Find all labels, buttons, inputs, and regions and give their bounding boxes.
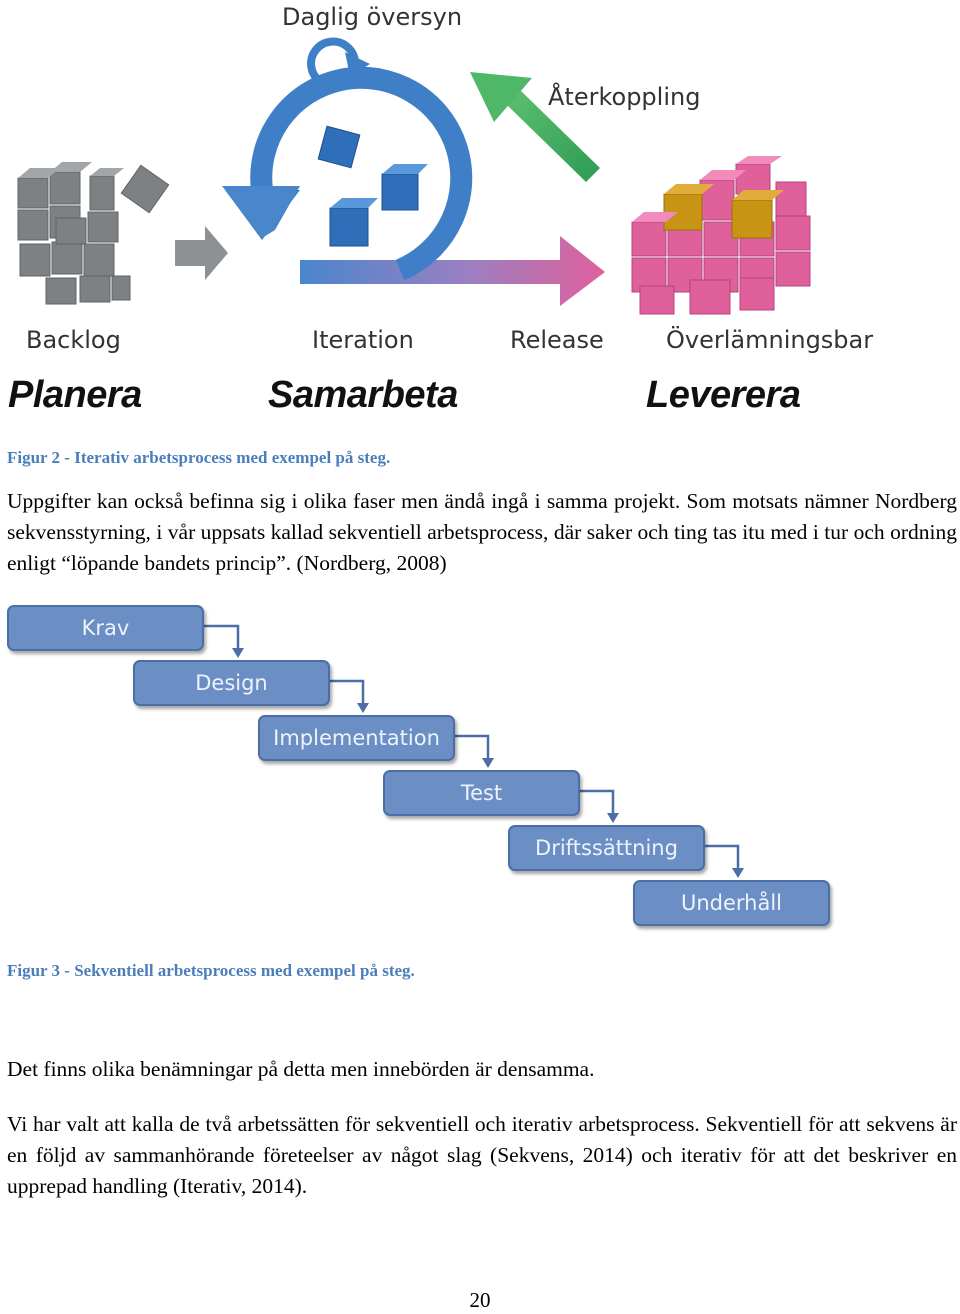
figure-2-caption: Figur 2 - Iterativ arbetsprocess med exe… [7,448,391,467]
step-implementation: Implementation [258,715,455,761]
step-test: Test [383,770,580,816]
iteration-cycle-icon [222,37,473,281]
iterative-process-figure: Daglig översyn Återkoppling Backlog Iter… [0,0,960,420]
page-number: 20 [469,1288,491,1312]
step-label: Driftssättning [535,836,678,860]
phase-deliver-label: Leverera [646,374,801,416]
waterfall-connectors [204,624,744,878]
step-design: Design [133,660,330,706]
iteration-label: Iteration [312,326,414,354]
paragraph-1: Uppgifter kan också befinna sig i olika … [7,489,957,575]
daily-review-label: Daglig översyn [282,3,463,31]
backlog-label: Backlog [26,326,121,354]
waterfall-figure: Krav Design Implementation Test Driftssä… [0,600,960,940]
release-arrow-icon [300,236,605,306]
phase-plan-label: Planera [8,374,142,416]
backlog-cubes-icon [17,162,170,305]
deliverable-label: Överlämningsbar [666,326,874,354]
feedback-arrow-icon [470,72,600,182]
paragraph-2: Det finns olika benämningar på detta men… [7,1057,595,1081]
phase-collaborate-label: Samarbeta [268,374,458,416]
step-label: Underhåll [680,891,783,915]
iterative-process-diagram [17,37,811,315]
backlog-arrow-icon [175,226,228,280]
feedback-label: Återkoppling [548,83,701,111]
paragraph-3: Vi har valt att kalla de två arbetssätte… [7,1112,957,1198]
release-label: Release [510,326,604,354]
step-label: Implementation [273,726,440,750]
step-maintenance: Underhåll [633,880,830,926]
step-label: Test [460,781,503,805]
step-label: Design [195,671,268,695]
figure-3-caption: Figur 3 - Sekventiell arbetsprocess med … [7,961,415,980]
deliverable-cubes-icon [631,156,811,315]
step-requirements: Krav [7,605,204,651]
step-label: Krav [81,616,130,640]
step-deployment: Driftssättning [508,825,705,871]
